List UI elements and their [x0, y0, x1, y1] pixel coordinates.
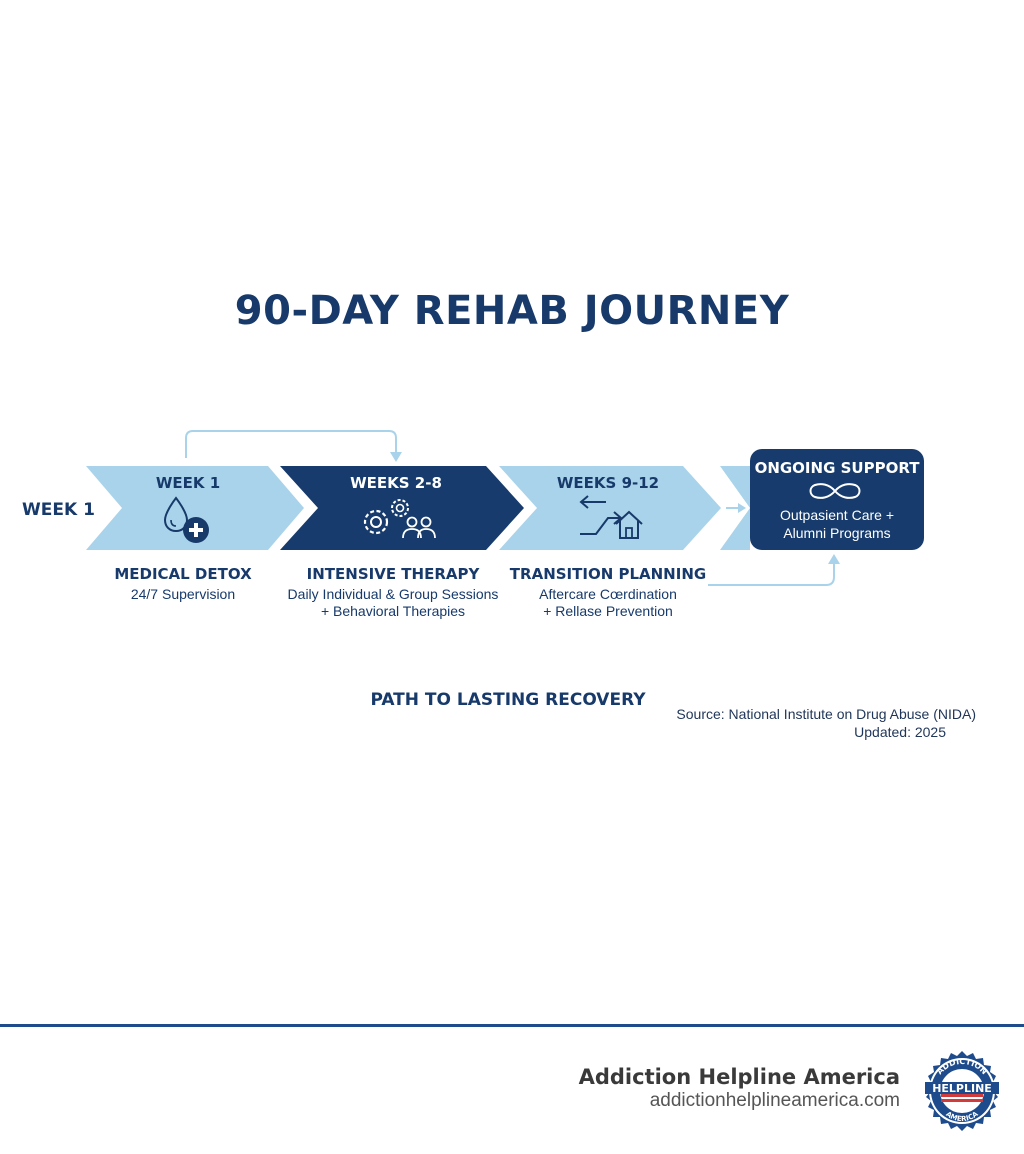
logo-text-mid: HELPLINE — [932, 1082, 992, 1095]
connector-arrows — [185, 430, 840, 586]
side-week-label: WEEK 1 — [22, 500, 95, 520]
phase-label-week1: WEEK 1 — [155, 474, 221, 492]
bottom-connector-arrowhead — [828, 554, 840, 564]
bottom-connector — [708, 562, 835, 586]
gears-people-icon — [363, 499, 436, 539]
ongoing-support-box — [750, 449, 924, 550]
path-label: PATH TO LASTING RECOVERY — [370, 690, 646, 710]
phase-title-transition-planning: TRANSITION PLANNING — [509, 565, 707, 583]
phase-label-weeks2-8: WEEKS 2-8 — [350, 474, 442, 492]
drop-plus-icon — [163, 496, 209, 543]
ongoing-subtitle-line: Outpasient Care + — [779, 507, 894, 523]
infinity-icon — [809, 483, 861, 499]
phase-chevron-week1 — [86, 466, 304, 550]
phase-subtitle-line: + Behavioral Therapies — [320, 603, 466, 619]
phase-subtitle-line: Aftercare Cœrdination — [539, 586, 677, 602]
phase-subtitle-line: Daily Individual & Group Sessions — [287, 586, 499, 602]
phase-title-medical-detox: MEDICAL DETOX — [114, 565, 252, 583]
ongoing-subtitle-line: Alumni Programs — [783, 525, 891, 541]
phase-label-weeks9-12: WEEKS 9-12 — [556, 474, 660, 492]
top-loop-connector — [185, 430, 397, 458]
ongoing-support-subtitle: Outpasient Care + Alumni Programs — [750, 506, 924, 542]
phase-chevron-weeks9-12 — [499, 466, 721, 550]
brand-url: addictionhelplineamerica.com — [649, 1090, 900, 1111]
phase-subtitle-line: 24/7 Supervision — [130, 586, 236, 602]
logo-text-bottom: AMERICA — [944, 1110, 980, 1123]
svg-text:AMERICA: AMERICA — [944, 1110, 980, 1123]
ongoing-support-title: ONGOING SUPPORT — [754, 459, 920, 477]
short-connector-arrowhead — [738, 503, 746, 513]
footer-rule — [0, 1024, 1024, 1027]
phase-chevron-tail — [720, 466, 750, 550]
updated-line: Updated: 2025 — [854, 724, 946, 740]
arrows-house-icon — [579, 495, 643, 539]
source-line: Source: National Institute on Drug Abuse… — [676, 706, 976, 722]
helpline-seal-icon: ADDICTION HELPLINE AMERICA — [925, 1051, 999, 1131]
phase-subtitle-line: + Rellase Prevention — [543, 603, 673, 619]
top-loop-arrowhead — [390, 452, 402, 462]
phase-title-intensive-therapy: INTENSIVE THERAPY — [306, 565, 480, 583]
brand-name: Addiction Helpline America — [578, 1065, 900, 1089]
source-note: Source: National Institute on Drug Abuse… — [600, 705, 976, 741]
phase-chevron-weeks2-8 — [280, 466, 524, 550]
page-title: 90-DAY REHAB JOURNEY — [234, 288, 790, 334]
